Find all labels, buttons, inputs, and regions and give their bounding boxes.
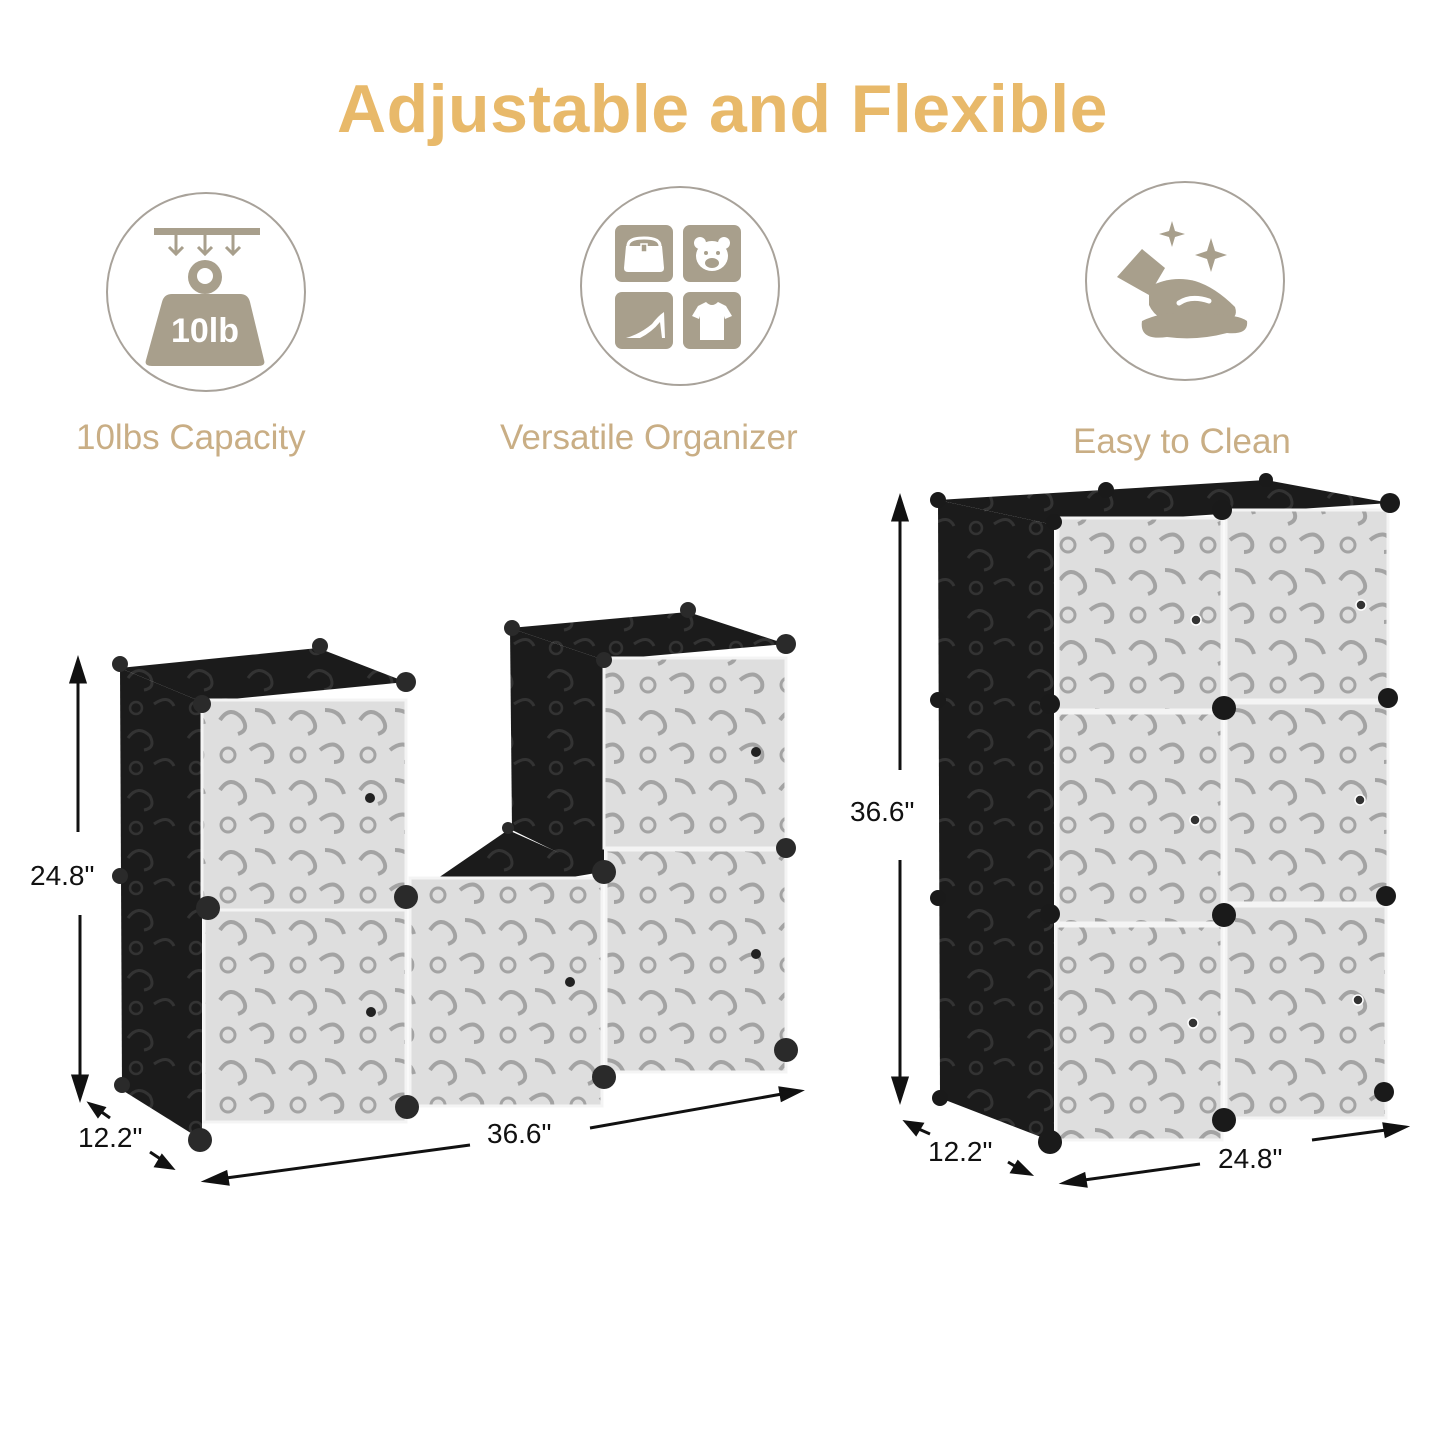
depth-dimension-label: 12.2" — [78, 1122, 143, 1153]
door-knob — [1187, 1017, 1199, 1029]
feature-caption-clean: Easy to Clean — [1073, 422, 1291, 461]
height-dimension-label: 24.8" — [30, 860, 95, 891]
door-knob — [1354, 794, 1366, 806]
cleaning-hand-icon — [1117, 221, 1248, 339]
feature-caption-capacity: 10lbs Capacity — [76, 418, 306, 457]
door-knob — [1190, 614, 1202, 626]
feature-circle-clean — [1085, 181, 1285, 381]
page-title: Adjustable and Flexible — [337, 71, 1108, 147]
door-knob — [751, 747, 761, 757]
weight-label: 10lb — [170, 312, 240, 350]
feature-caption-organizer: Versatile Organizer — [500, 418, 798, 457]
door-knob — [366, 1007, 376, 1017]
door-knob — [751, 949, 761, 959]
door-knob — [365, 793, 375, 803]
height-dimension-label: 36.6" — [850, 796, 915, 827]
door-knob — [1352, 994, 1364, 1006]
feature-circle-capacity: 10lb — [106, 192, 306, 392]
door-knob — [1189, 814, 1201, 826]
depth-dimension-label: 12.2" — [928, 1136, 993, 1167]
width-dimension-label: 36.6" — [487, 1118, 552, 1149]
door-knob — [565, 977, 575, 987]
storage-items-icon — [615, 225, 741, 349]
weight-icon — [145, 228, 265, 366]
width-dimension-label: 24.8" — [1218, 1143, 1283, 1174]
feature-circle-organizer — [580, 186, 780, 386]
door-knob — [1355, 599, 1367, 611]
